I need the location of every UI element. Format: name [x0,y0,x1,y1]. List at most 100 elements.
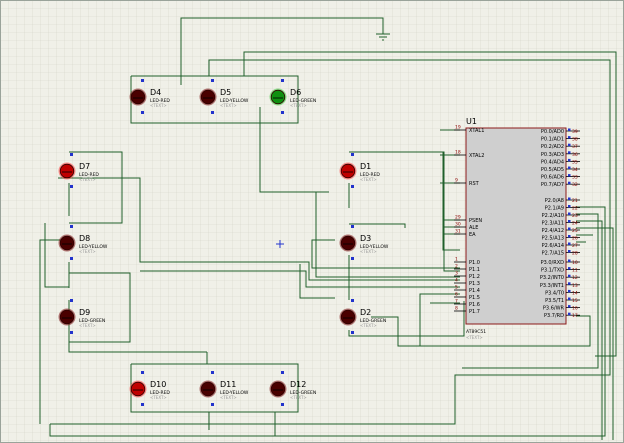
pin-number: 8 [455,306,458,312]
pin-number: 7 [455,299,458,305]
pin-dot-anode [281,371,284,374]
pin-name: P1.6 [469,302,480,308]
pin-name: RST [469,181,480,187]
pin-dot-cathode [70,331,73,334]
pin-name: P1.5 [469,295,480,301]
pin-dot-anode [211,79,214,82]
pin-number: 13 [572,283,578,289]
pin-name: P3.3/INT1 [540,283,564,289]
led-type-label: LED-YELLOW [360,244,389,250]
led-text-label: <TEXT> [79,249,96,254]
led-type-label: LED-GREEN [360,318,386,324]
pin-name: P0.5/AD5 [541,167,564,173]
pin-dot-cathode [281,403,284,406]
pin-number: 28 [572,251,578,257]
chip-text-label: <TEXT> [466,335,483,340]
pin-name: P1.1 [469,267,480,273]
chip-pin-right[interactable]: P3.3/INT1 13 [540,282,580,289]
chip-part-label: AT89C51 [466,329,486,335]
led-ref-label: D7 [79,162,90,171]
pin-dot-cathode [70,257,73,260]
pin-dot-cathode [211,111,214,114]
led-ref-label: D3 [360,234,371,243]
led-text-label: <TEXT> [220,395,237,400]
pin-number: 26 [572,236,578,242]
pin-number: 15 [572,298,578,304]
pin-dot-cathode [70,185,73,188]
led-text-label: <TEXT> [220,103,237,108]
pin-dot-cathode [351,185,354,188]
pin-dot-cathode [211,403,214,406]
pin-number: 38 [572,137,578,143]
pin-number: 21 [572,198,578,204]
chip-pin-right[interactable]: P0.5/AD5 34 [541,166,580,174]
crosshair-icon [276,240,284,248]
pin-name: P0.3/AD3 [541,152,564,158]
pin-name: P0.6/AD6 [541,175,564,181]
pin-dot-cathode [141,111,144,114]
pin-number: 17 [572,313,578,319]
led-type-label: LED-RED [150,98,170,104]
pin-number: 16 [572,306,578,312]
led-body [59,163,75,179]
led-body [130,89,146,105]
led-text-label: <TEXT> [150,395,167,400]
led-text-label: <TEXT> [79,323,96,328]
led-ref-label: D11 [220,380,236,389]
pin-number: 34 [572,167,578,173]
led-body [130,381,146,397]
chip-pin-right[interactable]: P0.6/AD6 33 [541,174,580,181]
pin-number: 33 [572,175,578,181]
